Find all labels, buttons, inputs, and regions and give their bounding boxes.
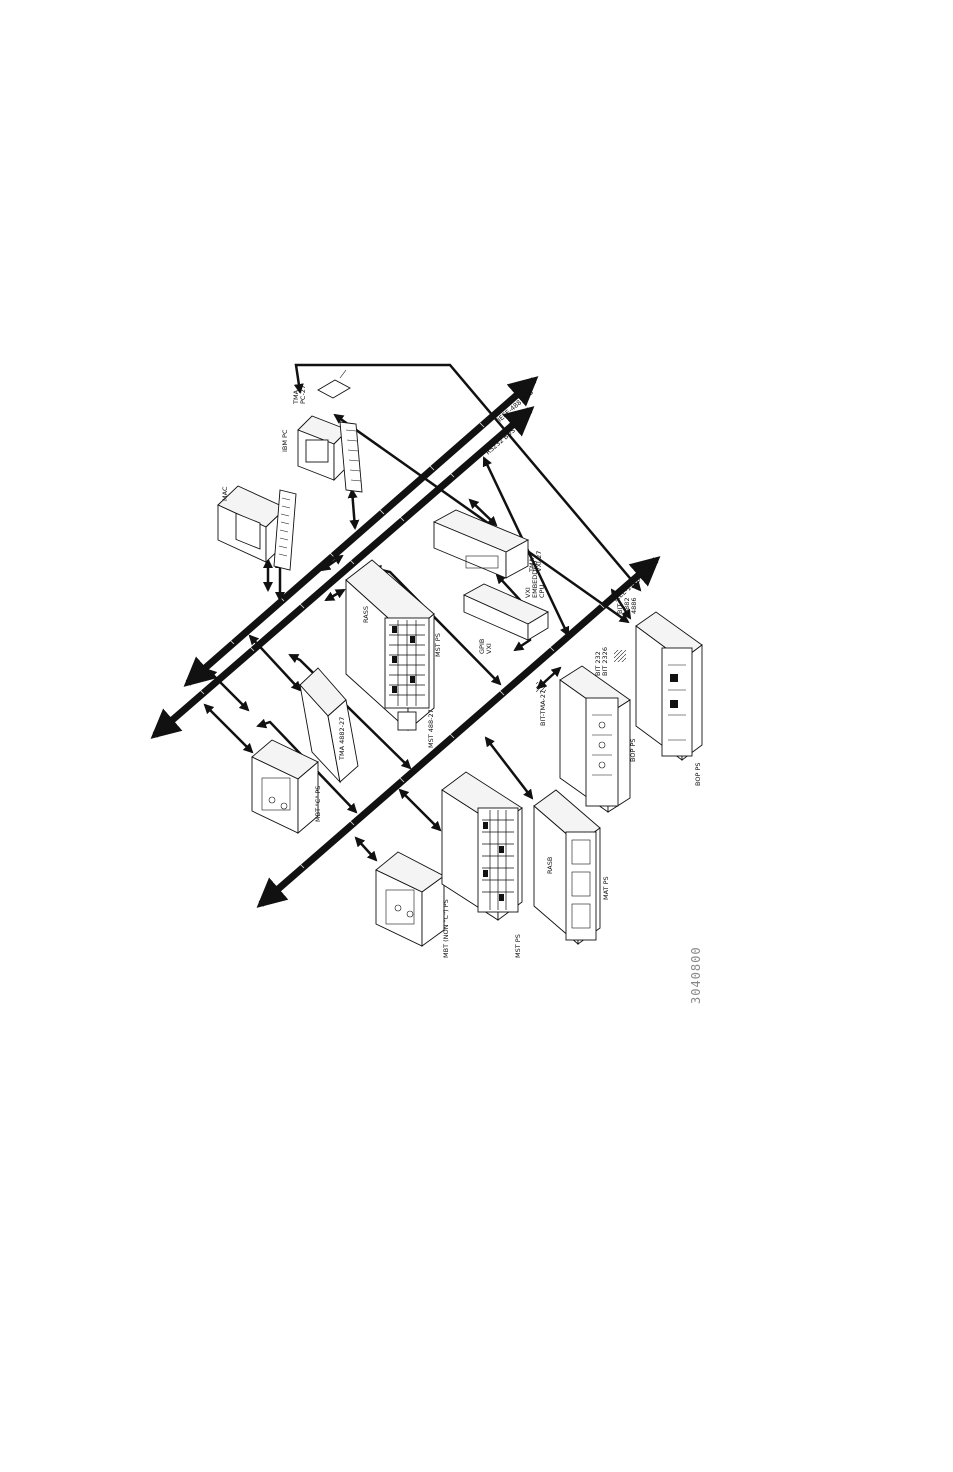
bit-232-line-2: BIT 2326: [601, 647, 609, 676]
tma-vxi-line-1: TMA: [528, 557, 536, 573]
link-tma4882-1: [248, 634, 302, 692]
mac-computer: [217, 485, 297, 571]
tma-pc-line-1: TMA: [292, 389, 300, 405]
mbt-c-ps-instrument: [251, 739, 319, 834]
bit-4882-label: BIT 4882 4886: [616, 595, 638, 614]
mst-ps-label-1: MST PS: [434, 633, 442, 657]
link-mbt-c-2: [203, 703, 254, 754]
link-tma4882-2: [288, 653, 412, 770]
link-rass-1: [320, 554, 344, 572]
mbt-c-ps-label: MBT-"C" PS: [314, 786, 322, 822]
gpib-vxi-chassis: [462, 583, 549, 641]
link-mbt-c-3: [256, 718, 358, 814]
mac-label: MAC: [221, 486, 229, 501]
bit-4882-line-1: BIT: [616, 604, 624, 614]
tma-4882-card: [299, 667, 359, 784]
link-bit-4882: [610, 588, 632, 620]
vxi-cpu-line-3: CPU: [538, 585, 546, 598]
mbt-non-c-ps-instrument: [375, 851, 445, 947]
ibm-pc-computer: [297, 415, 363, 493]
vxi-cpu-line-2: EMBEDDED: [531, 561, 539, 598]
link-mbt-nonc: [354, 836, 378, 862]
tma-4882-label: TMA 4882-27: [338, 717, 346, 761]
tma-vxi-line-2: VXI-27: [535, 551, 543, 572]
bop-ps-label-2: BOP PS: [694, 763, 702, 787]
vxi-cpu-label: VXI EMBEDDED CPU: [524, 559, 546, 598]
bop-ps-chassis-2: [635, 611, 703, 761]
rass-label: RASS: [362, 606, 370, 623]
bit-4882-line-3: 4886: [630, 597, 638, 614]
vxi-cpu-chassis: [432, 509, 530, 579]
tma-pc-card: [317, 369, 351, 399]
rasb-label: RASB: [546, 857, 554, 874]
bit-232-line-1: BIT 232: [594, 651, 602, 676]
bit-hatch-marks: [536, 650, 626, 692]
mst-ps-label-2: MST PS: [514, 934, 522, 958]
mbt-non-c-ps-label: MBT (NON "C") PS: [442, 899, 450, 958]
link-mst-ps: [398, 788, 442, 832]
mat-ps-label: MAT PS: [602, 876, 610, 900]
figure-number: 3040800: [689, 946, 703, 1004]
link-ibm-pc: [347, 488, 360, 530]
link-mbt-c-1: [206, 668, 250, 712]
link-vxi-2: [468, 498, 498, 527]
bit-tma-label: BIT-TMA-27: [539, 690, 547, 726]
bop-ps-chassis-1: [559, 665, 631, 813]
vxi-cpu-line-1: VXI: [524, 587, 532, 598]
link-rass-2: [324, 588, 346, 602]
link-rasb: [484, 736, 534, 800]
bit-232-label: BIT 232 BIT 2326: [594, 647, 609, 676]
mst-ps-rack: [441, 771, 523, 921]
ibm-pc-label: IBM PC: [281, 429, 289, 452]
tma-pc-line-2: PC-27: [299, 385, 307, 404]
tma-pc-label: TMA PC-27: [292, 385, 307, 405]
bit-4882-line-2: 4882: [623, 597, 631, 614]
bop-ps-label-1: BOP PS: [629, 739, 637, 763]
rasb-rack: [533, 789, 601, 945]
rass-rack: [345, 559, 435, 732]
gpib-vxi-label: GPIB VXI: [478, 637, 493, 654]
tma-vxi-label: TMA VXI-27: [528, 551, 543, 573]
gpib-vxi-line-2: VXI: [485, 643, 493, 654]
gpib-vxi-line-1: GPIB: [478, 639, 486, 654]
mst-488-label: MST 488-27: [427, 709, 435, 748]
